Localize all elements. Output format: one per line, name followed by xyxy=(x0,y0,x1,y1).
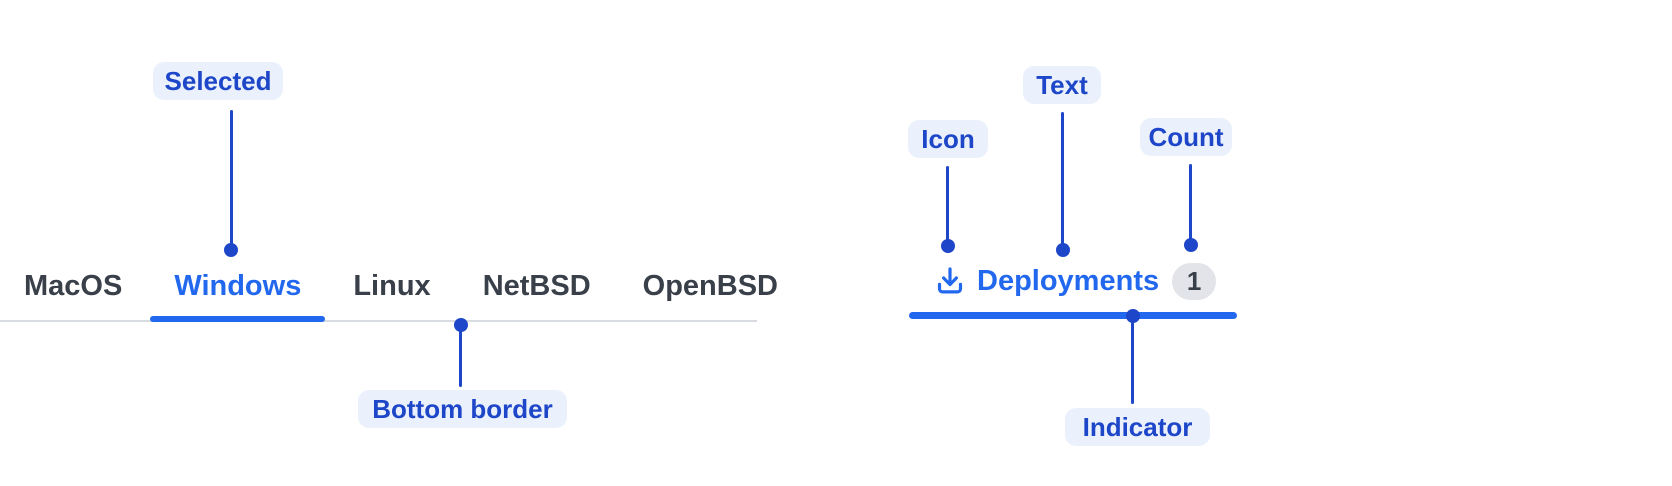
annotation-text-line xyxy=(1061,112,1064,246)
tab-netbsd-label: NetBSD xyxy=(482,269,591,302)
annotation-selected-label: Selected xyxy=(153,62,283,100)
tab-windows-label: Windows xyxy=(174,269,302,302)
annotation-count-label: Count xyxy=(1140,118,1232,156)
annotation-selected-line xyxy=(230,110,233,248)
tab-macos[interactable]: MacOS xyxy=(0,252,146,320)
annotation-icon-line xyxy=(946,166,949,242)
selected-tab-indicator xyxy=(909,312,1237,319)
annotation-bottom-border-dot xyxy=(454,318,468,332)
annotation-selected-dot xyxy=(224,243,238,257)
annotation-bottom-border-line xyxy=(459,330,462,387)
tab-bar: MacOS Windows Linux NetBSD OpenBSD xyxy=(0,252,778,322)
annotation-count-dot xyxy=(1184,238,1198,252)
annotation-indicator-label: Indicator xyxy=(1065,408,1210,446)
annotation-indicator-dot xyxy=(1126,309,1140,323)
annotation-bottom-border-label: Bottom border xyxy=(358,390,567,428)
tab-netbsd[interactable]: NetBSD xyxy=(459,252,615,320)
tab-deployments-label: Deployments xyxy=(977,264,1160,297)
annotation-indicator-line xyxy=(1131,322,1134,404)
tab-linux-label: Linux xyxy=(353,269,431,302)
tab-count-badge: 1 xyxy=(1172,262,1217,300)
annotation-text-label: Text xyxy=(1023,66,1101,104)
annotation-icon-label: Icon xyxy=(908,120,988,158)
tab-windows[interactable]: Windows xyxy=(150,252,326,322)
tab-linux[interactable]: Linux xyxy=(329,252,454,320)
tab-deployments[interactable]: Deployments 1 xyxy=(909,250,1237,312)
annotation-icon-dot xyxy=(941,239,955,253)
tab-macos-label: MacOS xyxy=(24,269,123,302)
selected-tab-underline xyxy=(150,316,326,322)
tab-openbsd-label: OpenBSD xyxy=(642,269,778,302)
annotation-count-line xyxy=(1189,164,1192,240)
tab-openbsd[interactable]: OpenBSD xyxy=(619,252,802,320)
annotation-text-dot xyxy=(1056,243,1070,257)
download-icon xyxy=(935,266,965,296)
